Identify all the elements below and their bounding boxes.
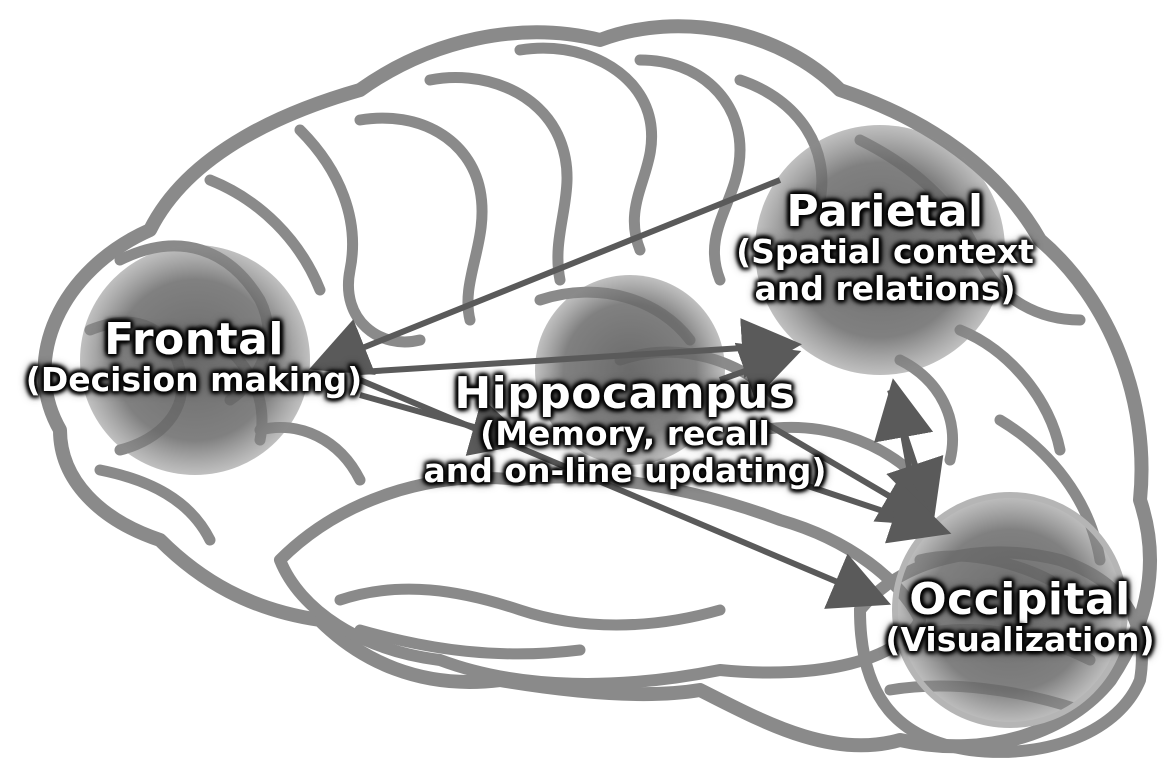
hippocampus-description: (Memory, recall and on-line updating) — [400, 416, 850, 490]
parietal-label: Parietal (Spatial context and relations) — [720, 190, 1050, 308]
frontal-label: Frontal (Decision making) — [8, 318, 380, 399]
hippocampus-label: Hippocampus (Memory, recall and on-line … — [400, 372, 850, 490]
parietal-name: Parietal — [720, 190, 1050, 234]
frontal-name: Frontal — [8, 318, 380, 362]
occipital-name: Occipital — [870, 578, 1170, 622]
parietal-description: (Spatial context and relations) — [720, 234, 1050, 308]
frontal-description: (Decision making) — [8, 362, 380, 399]
occipital-description: (Visualization) — [870, 622, 1170, 659]
hippocampus-name: Hippocampus — [400, 372, 850, 416]
occipital-label: Occipital (Visualization) — [870, 578, 1170, 659]
